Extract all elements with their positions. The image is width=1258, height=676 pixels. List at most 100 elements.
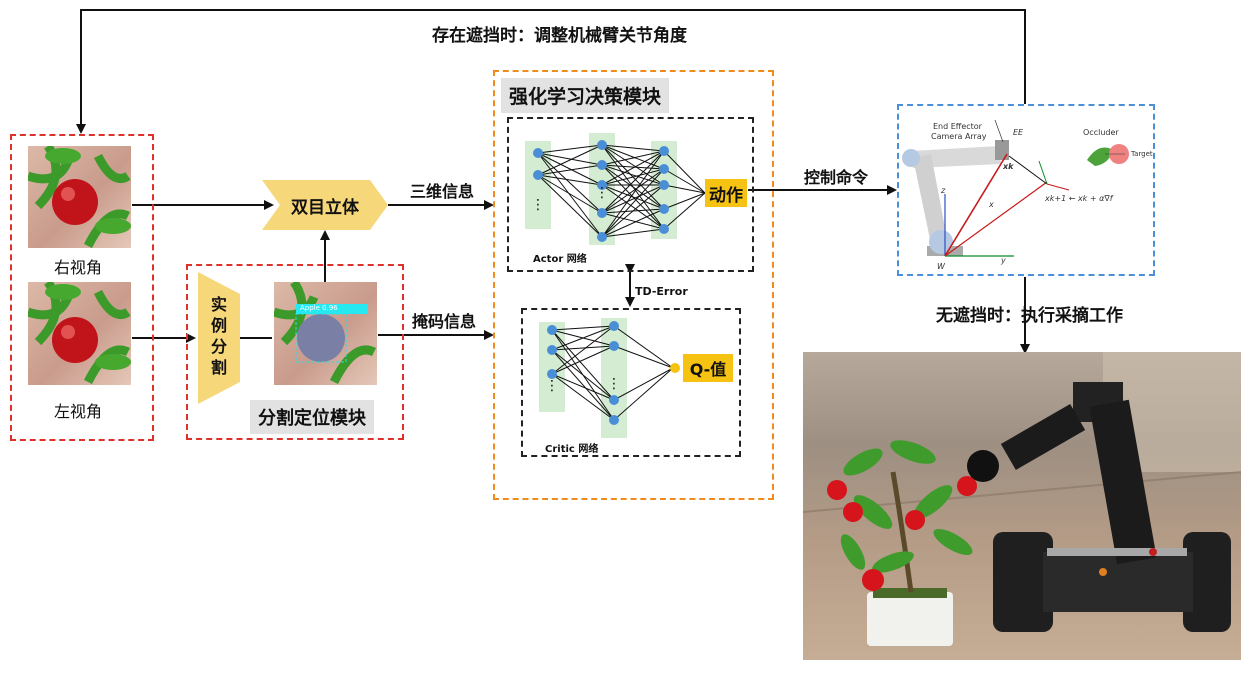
network-edge <box>663 168 706 194</box>
network-edge <box>537 174 603 238</box>
critic-label: Critic 网络 <box>545 444 599 455</box>
critic-network-graph: ⋮ ⋮ <box>539 318 680 438</box>
right-view-label: 右视角 <box>54 258 103 277</box>
robot-arm-diagram: End Effector Camera Array EE Occluder Ta… <box>897 104 1155 276</box>
network-edge <box>601 164 665 170</box>
network-edge <box>601 168 665 238</box>
feedback-label: 存在遮挡时：调整机械臂关节角度 <box>432 26 687 46</box>
network-edge <box>601 150 665 186</box>
left-view-label: 左视角 <box>54 402 103 421</box>
camera-array-label: Camera Array <box>931 132 987 141</box>
network-edge <box>601 208 665 238</box>
network-node <box>597 180 607 190</box>
network-node <box>547 345 557 355</box>
network-edge <box>663 184 706 194</box>
mask-result-image: Apple 0.96 <box>274 282 377 385</box>
network-edge <box>613 345 674 369</box>
network-edge <box>601 164 665 210</box>
svg-text:⋮: ⋮ <box>595 185 609 201</box>
network-node <box>597 232 607 242</box>
network-node <box>533 170 543 180</box>
network-edge <box>601 184 665 210</box>
left-view-image <box>28 282 131 385</box>
td-error-label: TD-Error <box>635 285 688 298</box>
network-edge <box>601 212 665 230</box>
q-output-node <box>670 363 680 373</box>
actor-label: Actor 网络 <box>533 254 587 265</box>
action-node: 动作 <box>705 179 747 207</box>
network-node <box>609 395 619 405</box>
network-node <box>609 341 619 351</box>
critic-network-box: ⋮ ⋮ Q-值 Critic 网络 <box>521 308 741 457</box>
network-edge <box>551 345 615 375</box>
instance-segmentation-block: 实例分割 <box>198 272 240 404</box>
network-node <box>659 204 669 214</box>
network-node <box>609 321 619 331</box>
axis-z-label: z <box>941 186 946 195</box>
network-edge <box>551 373 615 421</box>
network-edge <box>537 144 603 176</box>
network-node <box>659 180 669 190</box>
network-edge <box>601 150 665 214</box>
network-edge <box>551 373 615 401</box>
rl-module-title: 强化学习决策模块 <box>501 78 670 113</box>
network-edge <box>663 192 706 210</box>
segmentation-module-box: 实例分割 Apple 0.96 分割定位模块 <box>186 264 404 440</box>
network-node <box>597 140 607 150</box>
network-edge <box>601 144 665 186</box>
network-edge <box>601 164 665 186</box>
network-node <box>659 224 669 234</box>
info-3d-label: 三维信息 <box>410 182 475 201</box>
network-edge <box>537 174 603 186</box>
q-value-node: Q-值 <box>683 354 733 382</box>
control-command-label: 控制命令 <box>804 168 869 187</box>
feedback-arrow <box>76 9 1026 134</box>
network-edge <box>601 150 665 166</box>
network-edge <box>601 184 665 238</box>
svg-text:⋮: ⋮ <box>531 197 545 213</box>
network-edge <box>601 184 665 214</box>
network-edge <box>601 150 665 238</box>
network-edge <box>537 152 603 214</box>
network-edge <box>537 164 603 176</box>
no-occlusion-label: 无遮挡时：执行采摘工作 <box>936 306 1123 326</box>
segmentation-module-title: 分割定位模块 <box>250 400 374 434</box>
occluder-label: Occluder <box>1083 128 1119 137</box>
target-label: Target <box>1131 150 1153 158</box>
instance-segmentation-label: 实例分割 <box>210 295 227 377</box>
detection-text: Apple 0.96 <box>300 304 338 312</box>
axis-x-label: x <box>989 200 994 209</box>
svg-text:⋮: ⋮ <box>607 376 621 392</box>
ee-label: EE <box>1013 128 1024 137</box>
end-effector-label: End Effector <box>933 122 982 131</box>
network-node <box>547 369 557 379</box>
network-edge <box>601 168 665 214</box>
stereo-block: 双目立体 <box>262 180 388 230</box>
network-edge <box>537 152 603 238</box>
right-view-image <box>28 146 131 248</box>
network-edge <box>601 168 665 186</box>
network-edge <box>537 152 603 166</box>
update-formula: xk+1 ← xk + α∇f <box>1045 194 1113 203</box>
network-node <box>533 148 543 158</box>
robot-picking-photo <box>803 352 1241 660</box>
network-edge <box>551 329 615 401</box>
axis-y-label: y <box>1001 256 1006 265</box>
network-edge <box>613 325 674 369</box>
network-edge <box>551 325 615 375</box>
network-edge <box>537 152 603 186</box>
base-label: W <box>937 262 945 271</box>
camera-views-box: 右视角 左视角 <box>10 134 154 441</box>
network-edge <box>551 325 615 331</box>
network-edge <box>551 349 615 401</box>
network-node <box>659 164 669 174</box>
actor-network-graph: ⋮ ⋮ <box>525 133 706 245</box>
network-edge <box>537 174 603 214</box>
network-edge <box>537 144 603 154</box>
network-edge <box>613 367 674 421</box>
svg-text:⋮: ⋮ <box>545 378 559 394</box>
network-edge <box>663 192 706 230</box>
network-edge <box>663 150 706 194</box>
network-edge <box>601 144 665 152</box>
network-edge <box>551 349 615 421</box>
